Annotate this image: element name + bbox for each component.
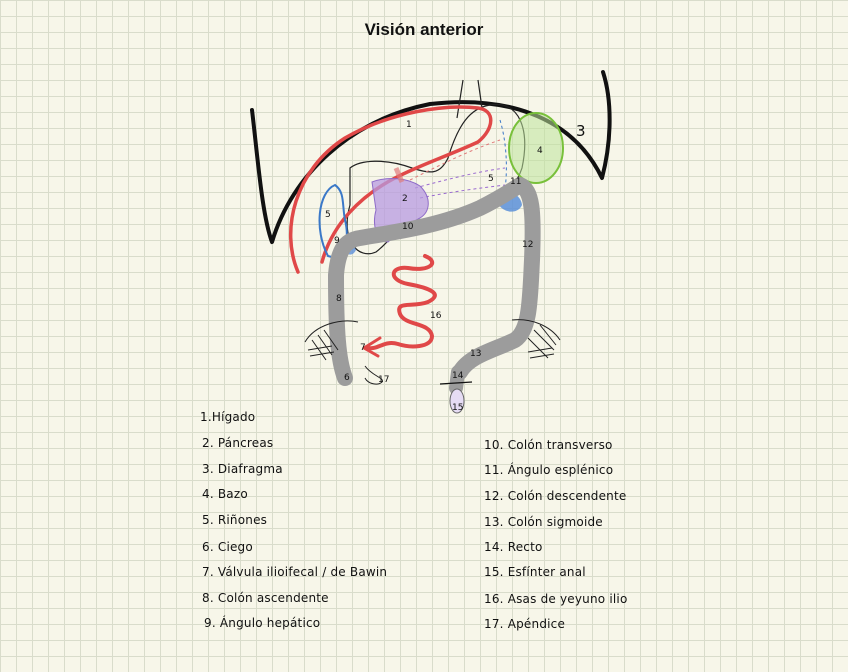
esophagus	[456, 79, 483, 119]
label-6: 6	[344, 373, 350, 383]
anus	[449, 388, 465, 414]
label-8: 8	[336, 294, 342, 304]
spleen	[508, 112, 564, 184]
legend-item: 14. Recto	[484, 540, 543, 554]
pelvis-left	[304, 320, 359, 361]
label-3: 3	[576, 122, 586, 140]
legend-item: 13. Colón sigmoide	[484, 515, 603, 529]
label-7: 7	[360, 343, 366, 353]
label-11: 11	[510, 177, 521, 187]
legend-item: 1.Hígado	[200, 410, 256, 424]
legend-item: 3. Diafragma	[202, 462, 283, 476]
label-9: 9	[334, 236, 340, 246]
small-intestine-loops	[366, 254, 437, 351]
legend-item: 8. Colón ascendente	[202, 591, 329, 605]
legend-item: 17. Apéndice	[484, 617, 566, 631]
legend-item: 16. Asas de yeyuno ilio	[484, 592, 628, 606]
legend-item: 11. Ángulo esplénico	[484, 463, 614, 477]
legend-item: 7. Válvula ilioifecal / de Bawin	[202, 565, 388, 579]
legend-item: 2. Páncreas	[202, 436, 274, 450]
stomach-dashed	[499, 119, 507, 191]
label-14: 14	[452, 371, 464, 381]
label-10: 10	[402, 222, 414, 232]
colon	[328, 177, 541, 386]
label-2: 2	[402, 194, 408, 204]
page-title: Visión anterior	[364, 20, 484, 39]
appendix	[364, 365, 383, 385]
diaphragm-outline	[250, 70, 612, 244]
legend-item: 15. Esfínter anal	[484, 565, 586, 579]
anal-sphincter-line	[439, 381, 473, 385]
pelvis-right	[511, 319, 561, 359]
label-1: 1	[406, 120, 412, 130]
legend-item: 12. Colón descendente	[484, 489, 627, 503]
label-4: 4	[537, 146, 543, 156]
rectum	[449, 365, 465, 395]
label-17: 17	[378, 375, 389, 385]
duodenum-red	[393, 167, 405, 183]
label-16: 16	[430, 311, 442, 321]
legend-item: 9. Ángulo hepático	[204, 616, 321, 630]
label-5b: 5	[488, 174, 494, 184]
legend-item: 4. Bazo	[202, 487, 248, 501]
label-13: 13	[470, 349, 481, 359]
legend-item: 10. Colón transverso	[484, 438, 613, 452]
label-12: 12	[522, 240, 533, 250]
label-15: 15	[452, 403, 463, 413]
legend-item: 6. Ciego	[202, 540, 253, 554]
small-intestine-arrow	[362, 336, 382, 358]
label-5: 5	[325, 210, 331, 220]
legend-item: 5. Riñones	[202, 513, 268, 527]
liver-inner-dashed	[409, 139, 501, 181]
pancreas-dashed	[414, 167, 506, 199]
